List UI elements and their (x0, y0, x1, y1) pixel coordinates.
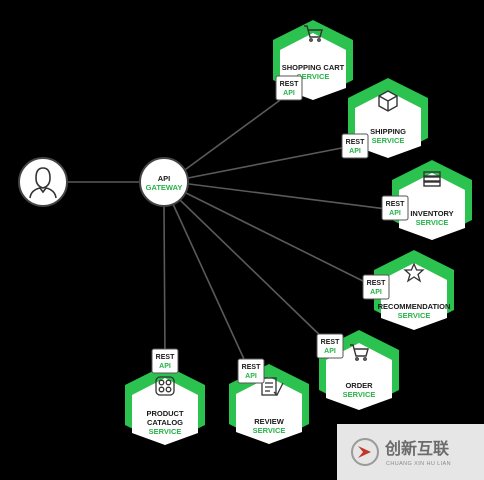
service-label: SERVICE (297, 72, 330, 81)
service-name: RECOMMENDATION (378, 302, 451, 311)
service-product-catalog: PRODUCT CATALOG SERVICE (125, 365, 205, 445)
rest-api-badge: REST API (381, 195, 409, 221)
badge-line1: REST (242, 364, 261, 371)
connection-lines (43, 94, 395, 371)
badge-line2: API (159, 363, 171, 370)
watermark-subtext: CHUANG XIN HU LIAN (386, 461, 451, 467)
badge-line2: API (349, 148, 361, 155)
service-label: SERVICE (398, 311, 431, 320)
service-label: SERVICE (416, 218, 449, 227)
badge-line2: API (370, 289, 382, 296)
document-icon (261, 377, 284, 397)
service-name: SHIPPING (370, 127, 406, 136)
watermark-logo-icon (351, 438, 379, 466)
service-name: ORDER (345, 381, 373, 390)
cart-icon (304, 25, 323, 42)
service-name: REVIEW (254, 417, 285, 426)
edge-gateway-shopping-cart (181, 94, 288, 173)
service-inventory: INVENTORY SERVICE (392, 160, 472, 240)
service-label: SERVICE (343, 390, 376, 399)
gateway-label-line2: GATEWAY (146, 183, 183, 192)
service-name: PRODUCT (146, 409, 184, 418)
edge-gateway-review (172, 203, 250, 371)
badge-line1: REST (156, 354, 175, 361)
rest-api-badge: REST API (151, 348, 179, 374)
edge-gateway-shipping (187, 145, 353, 179)
user-icon (29, 167, 57, 199)
badge-line2: API (324, 348, 336, 355)
api-gateway-node: API GATEWAY (139, 157, 189, 207)
service-label: SERVICE (149, 427, 182, 436)
badge-line1: REST (346, 139, 365, 146)
star-icon (403, 262, 425, 283)
service-name: SHOPPING CART (282, 63, 345, 72)
badge-line1: REST (386, 201, 405, 208)
badge-line2: API (245, 373, 257, 380)
stack-icon (423, 171, 441, 187)
watermark: 创新互联 CHUANG XIN HU LIAN (337, 424, 484, 480)
edge-gateway-recommendation (185, 192, 374, 287)
box-icon (378, 90, 398, 112)
gateway-label-line1: API (158, 174, 171, 183)
watermark-text: 创新互联 (384, 439, 449, 458)
service-label: SERVICE (253, 426, 286, 435)
service-name-line2: CATALOG (147, 418, 183, 427)
badge-line1: REST (280, 81, 299, 88)
edge-gateway-inventory (188, 183, 395, 211)
service-name: INVENTORY (410, 209, 453, 218)
rest-api-badge: REST API (316, 333, 344, 359)
edge-gateway-product-catalog (163, 205, 166, 358)
edge-gateway-order (179, 199, 331, 346)
service-recommendation: RECOMMENDATION SERVICE (374, 250, 454, 330)
service-review: REVIEW SERVICE (229, 364, 309, 444)
badge-line2: API (283, 90, 295, 97)
rest-api-badge: REST API (275, 75, 303, 101)
badge-line1: REST (321, 339, 340, 346)
service-label: SERVICE (372, 136, 405, 145)
badge-line2: API (389, 210, 401, 217)
grid-icon (155, 376, 175, 396)
rest-api-badge: REST API (362, 274, 390, 300)
rest-api-badge: REST API (341, 133, 369, 159)
cart-icon (350, 344, 369, 361)
badge-line1: REST (367, 280, 386, 287)
rest-api-badge: REST API (237, 358, 265, 384)
user-node (18, 157, 68, 207)
